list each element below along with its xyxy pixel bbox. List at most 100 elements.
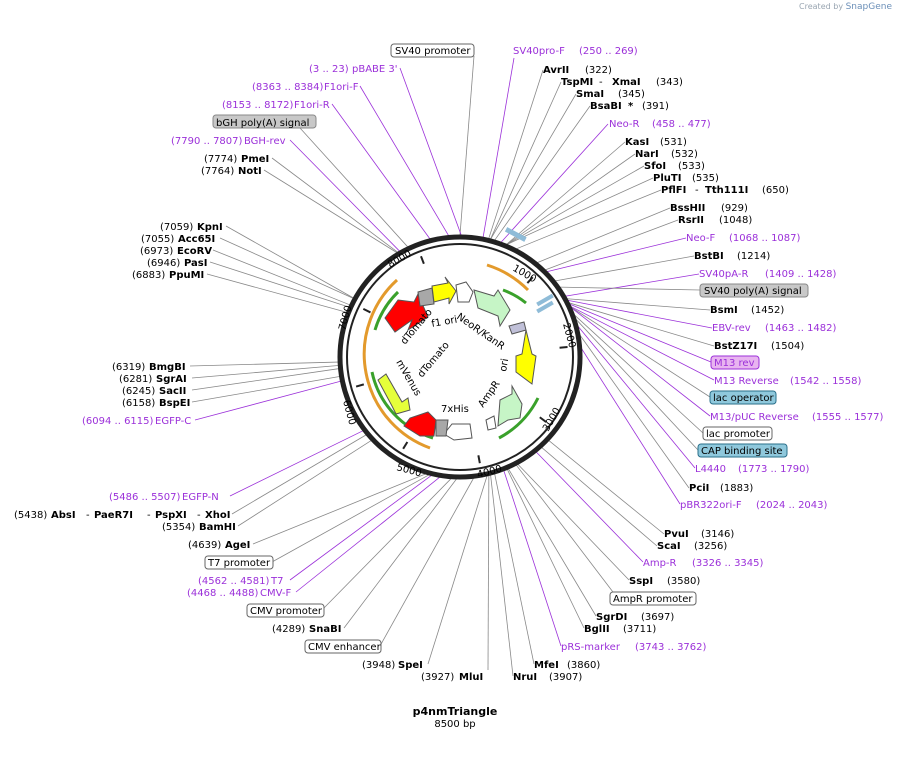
- f1ori-arrow: [431, 276, 457, 305]
- enzyme-scai-pos: (3256): [694, 541, 727, 552]
- feature-lac-operator: lac operator: [713, 393, 774, 404]
- tick-mark: [559, 346, 568, 349]
- enzyme-leader-line: [555, 255, 695, 282]
- feature-ampr-promoter: AmpR promoter: [613, 594, 693, 605]
- tick-marks: [355, 255, 568, 464]
- primer-f1ori-f-range: (8363 .. 8384): [252, 82, 324, 93]
- enzyme-mlui: MluI: [459, 672, 483, 683]
- enzyme-leader-line: [575, 319, 699, 451]
- feature-cmv-promoter-box: [246, 603, 325, 618]
- enzyme-leader-line: [191, 368, 339, 391]
- primer-prs-marker: pRS-marker: [561, 642, 621, 653]
- enzyme-leader-line: [488, 69, 544, 239]
- enzyme-leader-line: [567, 298, 711, 311]
- neor-arrow: [473, 289, 511, 328]
- enzyme-smai: SmaI: [576, 89, 604, 100]
- primer-ebv-rev-range: (1463 .. 1482): [765, 323, 837, 334]
- enzyme-leader-line: [506, 153, 636, 245]
- tag-top-box: [417, 287, 435, 307]
- enzyme-leader-line: [271, 474, 429, 563]
- enzyme-acc65i: Acc65I: [178, 234, 215, 245]
- primer-egfp-c: EGFP-C: [155, 416, 191, 427]
- enzyme-leader-line: [579, 335, 690, 489]
- enzyme-leader-line: [560, 286, 701, 291]
- enzyme-snabi: SnaBI: [309, 624, 341, 635]
- feature-cmv-enhancer-box: [304, 639, 382, 654]
- ampr-promoter-box: [485, 415, 497, 431]
- enzyme-bsabi-star: *: [628, 101, 634, 112]
- enzyme-leader-line: [271, 157, 398, 253]
- enzyme-leader-line: [571, 307, 711, 398]
- enzyme-rsrii-pos: (1048): [719, 215, 752, 226]
- enzyme-leader-line: [487, 475, 490, 671]
- enzyme-mfei-pos: (3860): [567, 660, 600, 671]
- feature-lac-operator-box: [709, 390, 777, 405]
- primer-leader-line: [331, 103, 431, 240]
- feature-sv40-polya-box: [699, 283, 809, 298]
- enzyme-leader-line: [490, 81, 562, 240]
- enzyme-pasi: PasI: [184, 258, 207, 269]
- enzyme-kpni: KpnI: [197, 222, 223, 233]
- enzyme-spei-pos: (3948): [362, 660, 395, 671]
- enzyme-leader-line: [494, 105, 591, 241]
- arc-amp-green: [498, 397, 540, 440]
- primer-bgh-rev-range: (7790 .. 7807): [171, 136, 243, 147]
- dtomato-bottom-arrow: [403, 411, 437, 437]
- enzyme-absi-sep1: -: [86, 510, 90, 521]
- ring-features: [504, 227, 554, 314]
- primer-sv40pa-r: SV40pA-R: [699, 269, 748, 280]
- enzyme-leader-line: [490, 93, 577, 240]
- primer-m13-reverse: M13 Reverse: [714, 376, 779, 387]
- tick-mark: [355, 383, 365, 388]
- enzyme-bstz17i-pos: (1504): [771, 341, 804, 352]
- enzyme-agei: AgeI: [225, 540, 250, 551]
- enzyme-nrui: NruI: [513, 672, 537, 683]
- enzyme-leader-line: [545, 219, 679, 271]
- enzyme-leader-line: [191, 376, 340, 403]
- enzyme-pfifi: PflFI: [661, 185, 686, 196]
- enzyme-leader-line: [537, 207, 671, 264]
- enzyme-leader-line: [516, 189, 662, 250]
- arc-dtomato-left: [362, 278, 431, 450]
- tick-label-1000: 1000: [511, 263, 539, 285]
- primer-neo-r-range: (458 .. 477): [652, 119, 711, 130]
- enzyme-pmei: PmeI: [241, 154, 269, 165]
- enzyme-bsmi-pos: (1452): [751, 305, 784, 316]
- enzyme-leader-line: [569, 302, 715, 347]
- feature-cap-site-box: [697, 443, 788, 458]
- primer-leader-line: [503, 470, 562, 647]
- enzyme-smai-pos: (345): [618, 89, 645, 100]
- enzyme-bsmi: BsmI: [710, 305, 738, 316]
- enzyme-bmgbi: BmgBI: [149, 362, 186, 373]
- backbone-inner-ring: [346, 243, 574, 471]
- enzyme-leader-line: [541, 447, 658, 547]
- enzyme-avrii-pos: (322): [585, 65, 612, 76]
- mvenus-arrow: [377, 373, 411, 415]
- tick-label-5000: 5000: [395, 462, 422, 479]
- enzyme-nrui-pos: (3907): [549, 672, 582, 683]
- primer-m13puc-reverse: M13/pUC Reverse: [710, 412, 799, 423]
- snapgene-watermark: Created by SnapGene: [799, 2, 892, 12]
- enzyme-bsabi: BsaBI: [590, 101, 622, 112]
- enzyme-sspi-pos: (3580): [667, 576, 700, 587]
- enzyme-bstz17i: BstZ17I: [714, 341, 757, 352]
- tag-bottom-box: [435, 419, 449, 437]
- tick-mark: [362, 307, 371, 314]
- ampr-label: AmpR: [476, 379, 502, 410]
- enzyme-absi-sep3: -: [197, 510, 201, 521]
- enzyme-pcii-pos: (1883): [720, 483, 753, 494]
- ring-feature-neo: [504, 227, 527, 242]
- enzyme-pvui-pos: (3146): [701, 529, 734, 540]
- enzyme-noti: NotI: [238, 166, 262, 177]
- plasmid-name: p4nmTriangle: [413, 705, 498, 718]
- primer-pbr322ori-f: pBR322ori-F: [680, 500, 742, 511]
- tick-label-6000: 6000: [340, 399, 357, 426]
- tick-mark: [420, 255, 425, 265]
- primer-neo-f-range: (1068 .. 1087): [729, 233, 801, 244]
- primer-leader-line: [581, 348, 681, 505]
- primer-leader-line: [547, 237, 687, 273]
- watermark-prefix: Created by: [799, 2, 844, 11]
- enzyme-pfifi-sep: -: [695, 185, 699, 196]
- arc-neo-green: [502, 288, 527, 305]
- 7xhis-arrow: [443, 423, 473, 441]
